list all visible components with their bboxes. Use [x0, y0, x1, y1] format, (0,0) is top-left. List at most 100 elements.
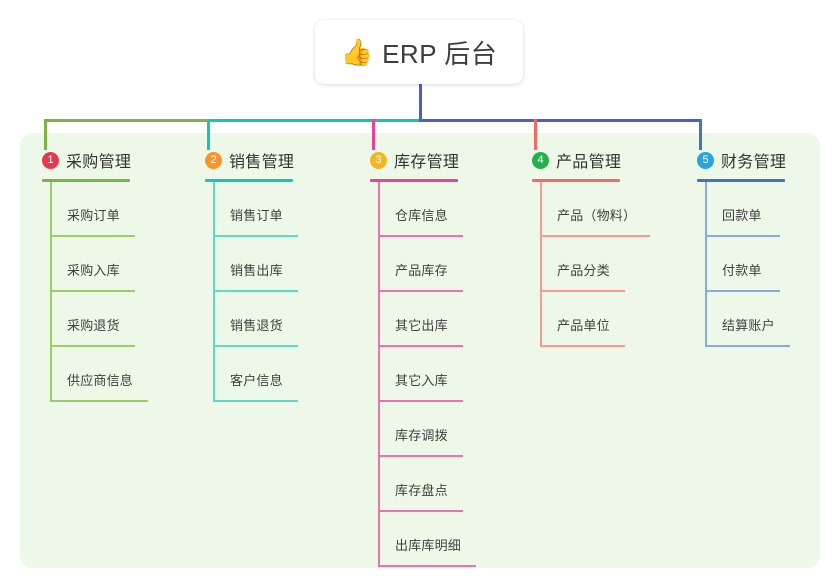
- leaf-spine: [50, 347, 52, 402]
- branch-heading-财务管理[interactable]: 5 财务管理: [697, 148, 786, 172]
- leaf-label: 付款单: [722, 263, 762, 278]
- branch-column-财务管理: 5 财务管理回款单付款单结算账户: [697, 148, 790, 347]
- leaf-spine: [50, 292, 52, 347]
- leaf-underline: [540, 290, 625, 292]
- leaf-underline: [213, 290, 298, 292]
- branch-item-list: 销售订单销售出库销售退货客户信息: [205, 182, 298, 402]
- leaf-label: 产品（物料）: [557, 208, 637, 223]
- leaf-spine: [540, 237, 542, 292]
- leaf-spine: [705, 182, 707, 237]
- leaf-spine: [705, 292, 707, 347]
- leaf-label: 回款单: [722, 208, 762, 223]
- leaf-spine: [50, 182, 52, 237]
- leaf-spine: [540, 182, 542, 237]
- leaf-underline: [705, 345, 790, 347]
- leaf-underline: [705, 235, 780, 237]
- drop-line-2: [207, 119, 210, 150]
- branch-heading-采购管理[interactable]: 1 采购管理: [42, 148, 131, 172]
- trunk-line: [419, 84, 422, 119]
- branch-index-badge: 4: [532, 151, 549, 169]
- leaf-label: 客户信息: [230, 373, 283, 388]
- branch-title-label: 采购管理: [66, 154, 132, 171]
- root-node-title: ERP 后台: [382, 38, 498, 69]
- leaf-label: 库存盘点: [395, 483, 448, 498]
- thumbs-up-icon: 👍: [340, 37, 374, 67]
- branch-index-badge: 3: [370, 151, 387, 169]
- leaf-label: 销售退货: [230, 318, 283, 333]
- branch-column-采购管理: 1 采购管理采购订单采购入库采购退货供应商信息: [42, 148, 148, 402]
- leaf-node[interactable]: 采购入库: [50, 237, 135, 292]
- leaf-spine: [213, 182, 215, 237]
- leaf-underline: [378, 345, 463, 347]
- leaf-node[interactable]: 采购退货: [50, 292, 135, 347]
- leaf-underline: [213, 235, 298, 237]
- leaf-label: 销售订单: [230, 208, 283, 223]
- leaf-node[interactable]: 回款单: [705, 182, 786, 237]
- leaf-node[interactable]: 仓库信息: [378, 182, 463, 237]
- branch-underline: [370, 179, 458, 182]
- leaf-node[interactable]: 销售退货: [213, 292, 298, 347]
- leaf-node[interactable]: 其它出库: [378, 292, 463, 347]
- root-node-erp-backend[interactable]: 👍 ERP 后台: [315, 20, 523, 84]
- leaf-node[interactable]: 采购订单: [50, 182, 135, 237]
- branch-index-badge: 2: [205, 151, 222, 169]
- leaf-underline: [378, 565, 476, 567]
- branch-item-list: 产品（物料） 产品分类产品单位: [532, 182, 650, 347]
- leaf-underline: [50, 290, 135, 292]
- leaf-underline: [50, 400, 148, 402]
- leaf-node[interactable]: 结算账户: [705, 292, 790, 347]
- leaf-spine: [378, 292, 380, 347]
- leaf-spine: [50, 237, 52, 292]
- drop-line-3: [372, 119, 375, 150]
- leaf-node[interactable]: 销售订单: [213, 182, 298, 237]
- leaf-node[interactable]: 其它入库: [378, 347, 463, 402]
- leaf-node[interactable]: 付款单: [705, 237, 786, 292]
- drop-line-5: [699, 119, 702, 150]
- leaf-spine: [378, 347, 380, 402]
- leaf-label: 其它出库: [395, 318, 448, 333]
- leaf-node[interactable]: 产品单位: [540, 292, 625, 347]
- leaf-underline: [540, 235, 650, 237]
- leaf-node[interactable]: 销售出库: [213, 237, 298, 292]
- leaf-node[interactable]: 产品分类: [540, 237, 625, 292]
- leaf-underline: [378, 400, 463, 402]
- bus-segment-2: [207, 119, 422, 122]
- leaf-spine: [378, 237, 380, 292]
- leaf-underline: [50, 235, 135, 237]
- leaf-node[interactable]: 出库库明细: [378, 512, 476, 567]
- leaf-node[interactable]: 产品（物料）: [540, 182, 650, 237]
- leaf-node[interactable]: 供应商信息: [50, 347, 148, 402]
- leaf-node[interactable]: 库存调拨: [378, 402, 463, 457]
- leaf-node[interactable]: 库存盘点: [378, 457, 463, 512]
- branch-title-label: 财务管理: [721, 154, 787, 171]
- leaf-underline: [705, 290, 780, 292]
- leaf-underline: [213, 400, 298, 402]
- bus-segment-3: [419, 119, 702, 122]
- leaf-spine: [378, 402, 380, 457]
- leaf-spine: [705, 237, 707, 292]
- leaf-spine: [378, 512, 380, 567]
- branch-index-badge: 1: [42, 151, 59, 169]
- drop-line-4: [534, 119, 537, 150]
- bus-segment-1: [44, 119, 210, 122]
- leaf-label: 出库库明细: [395, 538, 462, 553]
- branch-item-list: 回款单付款单结算账户: [697, 182, 790, 347]
- branch-underline: [205, 179, 293, 182]
- leaf-underline: [378, 510, 463, 512]
- leaf-label: 采购订单: [67, 208, 120, 223]
- leaf-label: 采购退货: [67, 318, 120, 333]
- leaf-node[interactable]: 客户信息: [213, 347, 298, 402]
- branch-index-badge: 5: [697, 151, 714, 169]
- leaf-label: 产品库存: [395, 263, 448, 278]
- leaf-node[interactable]: 产品库存: [378, 237, 463, 292]
- branch-underline: [532, 179, 620, 182]
- branch-underline: [697, 179, 785, 182]
- leaf-spine: [540, 292, 542, 347]
- leaf-label: 采购入库: [67, 263, 120, 278]
- leaf-label: 库存调拨: [395, 428, 448, 443]
